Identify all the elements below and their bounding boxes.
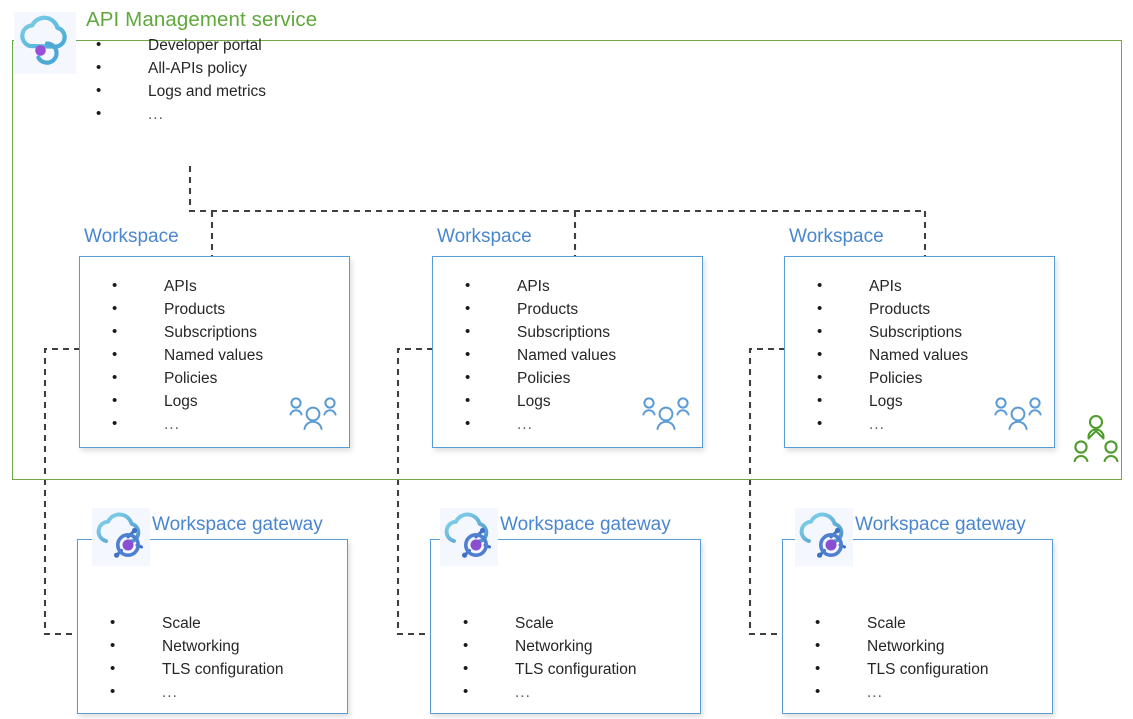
list-item: Named values [461, 343, 616, 367]
list-item: ... [108, 412, 263, 436]
list-item: Logs [108, 389, 263, 413]
list-item: Named values [108, 343, 263, 367]
workspace-box-2[interactable]: APIs Products Subscriptions Named values… [432, 256, 703, 448]
workspace-title-1: Workspace [84, 226, 179, 247]
workspace-gateway-box-2[interactable]: Scale Networking TLS configuration ... [430, 539, 701, 714]
list-item: APIs [813, 274, 968, 298]
workspace-gateway-title-2: Workspace gateway [500, 514, 671, 535]
service-feature-list: Developer portal All-APIs policy Logs an… [92, 33, 266, 126]
api-management-cloud-icon [14, 12, 76, 74]
workspace-feature-list-1: APIs Products Subscriptions Named values… [108, 274, 263, 436]
list-item: Networking [106, 634, 284, 658]
workspace-gateway-cloud-icon [440, 508, 498, 566]
list-item: ... [813, 412, 968, 436]
workspace-feature-list-2: APIs Products Subscriptions Named values… [461, 274, 616, 436]
list-item: All-APIs policy [92, 56, 266, 80]
list-item: Scale [106, 611, 284, 635]
list-item: ... [811, 680, 989, 704]
workspace-box-3[interactable]: APIs Products Subscriptions Named values… [784, 256, 1055, 448]
list-item: Scale [459, 611, 637, 635]
list-item: ... [461, 412, 616, 436]
workspace-title-2: Workspace [437, 226, 532, 247]
workspace-gateway-cloud-icon [795, 508, 853, 566]
people-group-icon [640, 395, 692, 439]
list-item: APIs [461, 274, 616, 298]
list-item: Developer portal [92, 33, 266, 57]
list-item: TLS configuration [106, 657, 284, 681]
workspace-feature-list-3: APIs Products Subscriptions Named values… [813, 274, 968, 436]
list-item: Products [108, 297, 263, 321]
api-management-service-container [12, 40, 1122, 480]
service-title: API Management service [86, 8, 318, 31]
list-item: ... [106, 680, 284, 704]
list-item: Subscriptions [108, 320, 263, 344]
list-item: APIs [108, 274, 263, 298]
workspace-gateway-box-1[interactable]: Scale Networking TLS configuration ... [77, 539, 348, 714]
workspace-gateway-title-1: Workspace gateway [152, 514, 323, 535]
list-item: Logs [813, 389, 968, 413]
list-item: Networking [811, 634, 989, 658]
gateway-feature-list-1: Scale Networking TLS configuration ... [106, 611, 284, 704]
list-item: Logs [461, 389, 616, 413]
list-item: Named values [813, 343, 968, 367]
workspace-gateway-box-3[interactable]: Scale Networking TLS configuration ... [782, 539, 1053, 714]
list-item: ... [92, 102, 266, 126]
list-item: Products [461, 297, 616, 321]
gateway-feature-list-3: Scale Networking TLS configuration ... [811, 611, 989, 704]
list-item: TLS configuration [459, 657, 637, 681]
workspace-title-3: Workspace [789, 226, 884, 247]
list-item: Scale [811, 611, 989, 635]
list-item: Subscriptions [813, 320, 968, 344]
list-item: Policies [108, 366, 263, 390]
list-item: Products [813, 297, 968, 321]
gateway-feature-list-2: Scale Networking TLS configuration ... [459, 611, 637, 704]
list-item: Logs and metrics [92, 79, 266, 103]
list-item: Subscriptions [461, 320, 616, 344]
list-item: Policies [461, 366, 616, 390]
workspace-gateway-title-3: Workspace gateway [855, 514, 1026, 535]
list-item: Policies [813, 366, 968, 390]
list-item: ... [459, 680, 637, 704]
people-group-icon [992, 395, 1044, 439]
list-item: TLS configuration [811, 657, 989, 681]
workspace-gateway-cloud-icon [92, 508, 150, 566]
list-item: Networking [459, 634, 637, 658]
workspace-box-1[interactable]: APIs Products Subscriptions Named values… [79, 256, 350, 448]
organization-people-group-icon [1073, 413, 1119, 469]
people-group-icon [287, 395, 339, 439]
